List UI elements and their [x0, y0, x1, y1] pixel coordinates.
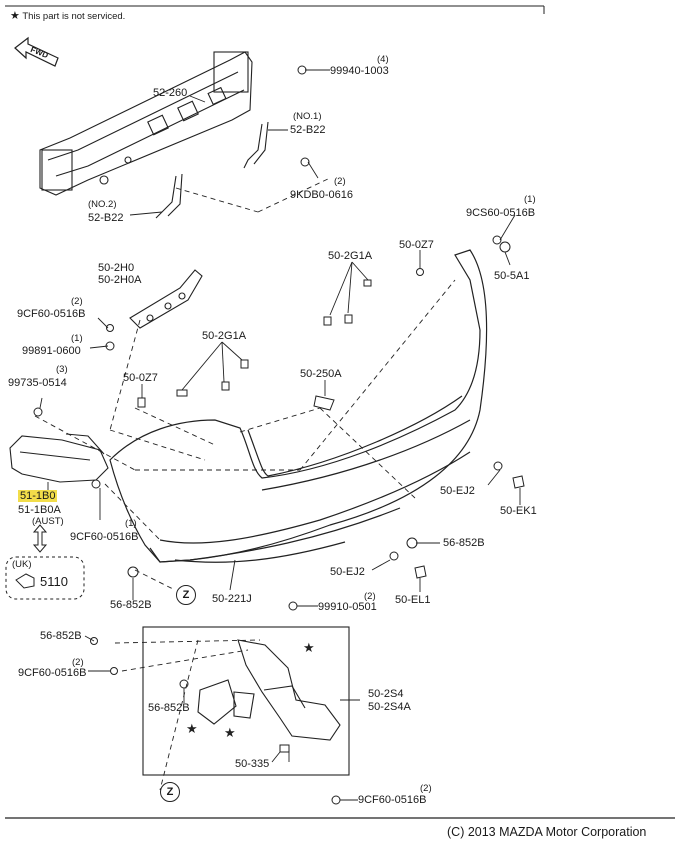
callout-52-B22-no1: 52-B22 — [290, 124, 326, 136]
star-icon: ★ — [10, 9, 20, 22]
callout-9CF60-0516B-a-qty: (2) — [71, 296, 83, 307]
callout-9KDB0-0616: 9KDB0-0616 — [290, 189, 353, 201]
zoom-marker-z: Z — [176, 585, 196, 605]
callout-9CS60-0516B: 9CS60-0516B — [466, 207, 536, 219]
fwd-arrow-icon — [14, 36, 59, 67]
callout-99735-0514-qty: (3) — [56, 364, 68, 375]
callout-50-2H0: 50-2H0 — [98, 262, 135, 274]
callout-9CF60-0516B-d-qty: (2) — [420, 783, 432, 794]
callout-9CF60-0516B-b-qty: (1) — [125, 518, 137, 529]
callout-52-B22-no1-tag: (NO.1) — [293, 111, 322, 122]
callout-56-852B-left: 56-852B — [110, 599, 152, 611]
svg-text:★: ★ — [186, 722, 198, 737]
callout-50-335: 50-335 — [235, 758, 270, 770]
note-text: This part is not serviced. — [22, 11, 126, 22]
svg-text:★: ★ — [224, 726, 236, 741]
callout-99735-0514: 99735-0514 — [8, 377, 67, 389]
callout-50-2G1A-top: 50-2G1A — [328, 250, 373, 262]
callout-50-5A1: 50-5A1 — [494, 270, 530, 282]
callout-52-260: 52-260 — [153, 87, 188, 99]
callout-9CF60-0516B-d: 9CF60-0516B — [358, 794, 427, 806]
callout-5110: 5110 — [40, 574, 68, 589]
callout-99891-0600-qty: (1) — [71, 333, 83, 344]
callout-56-852B-box: 56-852B — [148, 702, 190, 714]
callout-50-2S4A: 50-2S4A — [368, 701, 411, 713]
callout-9CS60-0516B-qty: (1) — [524, 194, 536, 205]
callout-50-EL1: 50-EL1 — [395, 594, 431, 606]
sensor-icon — [15, 573, 35, 589]
reference-lines — [34, 177, 456, 791]
star-markers: ★ ★ ★ — [186, 641, 315, 741]
callout-50-0Z7-top: 50-0Z7 — [399, 239, 434, 251]
fasteners — [33, 65, 525, 805]
callout-9CF60-0516B-a: 9CF60-0516B — [17, 308, 86, 320]
callout-50-EJ2-top: 50-EJ2 — [440, 485, 475, 497]
callout-50-221J: 50-221J — [212, 593, 252, 605]
callout-51-1B0: 51-1B0 — [18, 490, 58, 502]
bumper-reinforcement — [39, 51, 253, 196]
bracket-no1 — [243, 121, 269, 169]
callout-56-852B-box-top: 56-852B — [40, 630, 82, 642]
callout-50-EJ2-bot: 50-EJ2 — [330, 566, 365, 578]
callout-52-B22-no2: 52-B22 — [88, 212, 124, 224]
not-serviced-note: ★ This part is not serviced. — [10, 9, 125, 22]
callout-50-250A: 50-250A — [300, 368, 342, 380]
svg-text:★: ★ — [303, 641, 315, 656]
callout-50-2H0A: 50-2H0A — [98, 274, 142, 286]
callout-50-2G1A-mid: 50-2G1A — [202, 330, 247, 342]
callout-50-0Z7-mid: 50-0Z7 — [123, 372, 158, 384]
callout-9KDB0-0616-qty: (2) — [334, 176, 346, 187]
splash-shield-detail-box — [142, 626, 350, 776]
callout-51-1B0A: 51-1B0A — [18, 504, 61, 516]
rear-bumper-fascia — [109, 249, 488, 563]
callout-uk: (UK) — [12, 559, 32, 570]
splash-shield — [197, 639, 341, 741]
leader-lines — [39, 69, 521, 801]
callout-99891-0600: 99891-0600 — [22, 345, 81, 357]
callout-50-EK1: 50-EK1 — [500, 505, 537, 517]
callout-9CF60-0516B-b: 9CF60-0516B — [70, 531, 139, 543]
callout-aust: (AUST) — [32, 516, 64, 527]
copyright: (C) 2013 MAZDA Motor Corporation — [447, 825, 647, 839]
callout-99940-1003-qty: (4) — [377, 54, 389, 65]
callout-99910-0501: 99910-0501 — [318, 601, 377, 613]
bracket-no2 — [155, 173, 183, 219]
callout-9CF60-0516B-c: 9CF60-0516B — [18, 667, 87, 679]
uk-variant-box — [5, 556, 85, 600]
callout-52-B22-no2-tag: (NO.2) — [88, 199, 117, 210]
callout-9CF60-0516B-c-qty: (2) — [72, 657, 84, 668]
zoom-marker-z-detail: Z — [160, 782, 180, 802]
callout-50-2S4: 50-2S4 — [368, 688, 404, 700]
rear-reflector — [9, 433, 109, 483]
side-bracket — [129, 269, 203, 329]
callout-56-852B-right: 56-852B — [443, 537, 485, 549]
callout-99910-0501-qty: (2) — [364, 591, 376, 602]
variant-arrow-icon — [32, 524, 48, 553]
callout-99940-1003: 99940-1003 — [330, 65, 389, 77]
